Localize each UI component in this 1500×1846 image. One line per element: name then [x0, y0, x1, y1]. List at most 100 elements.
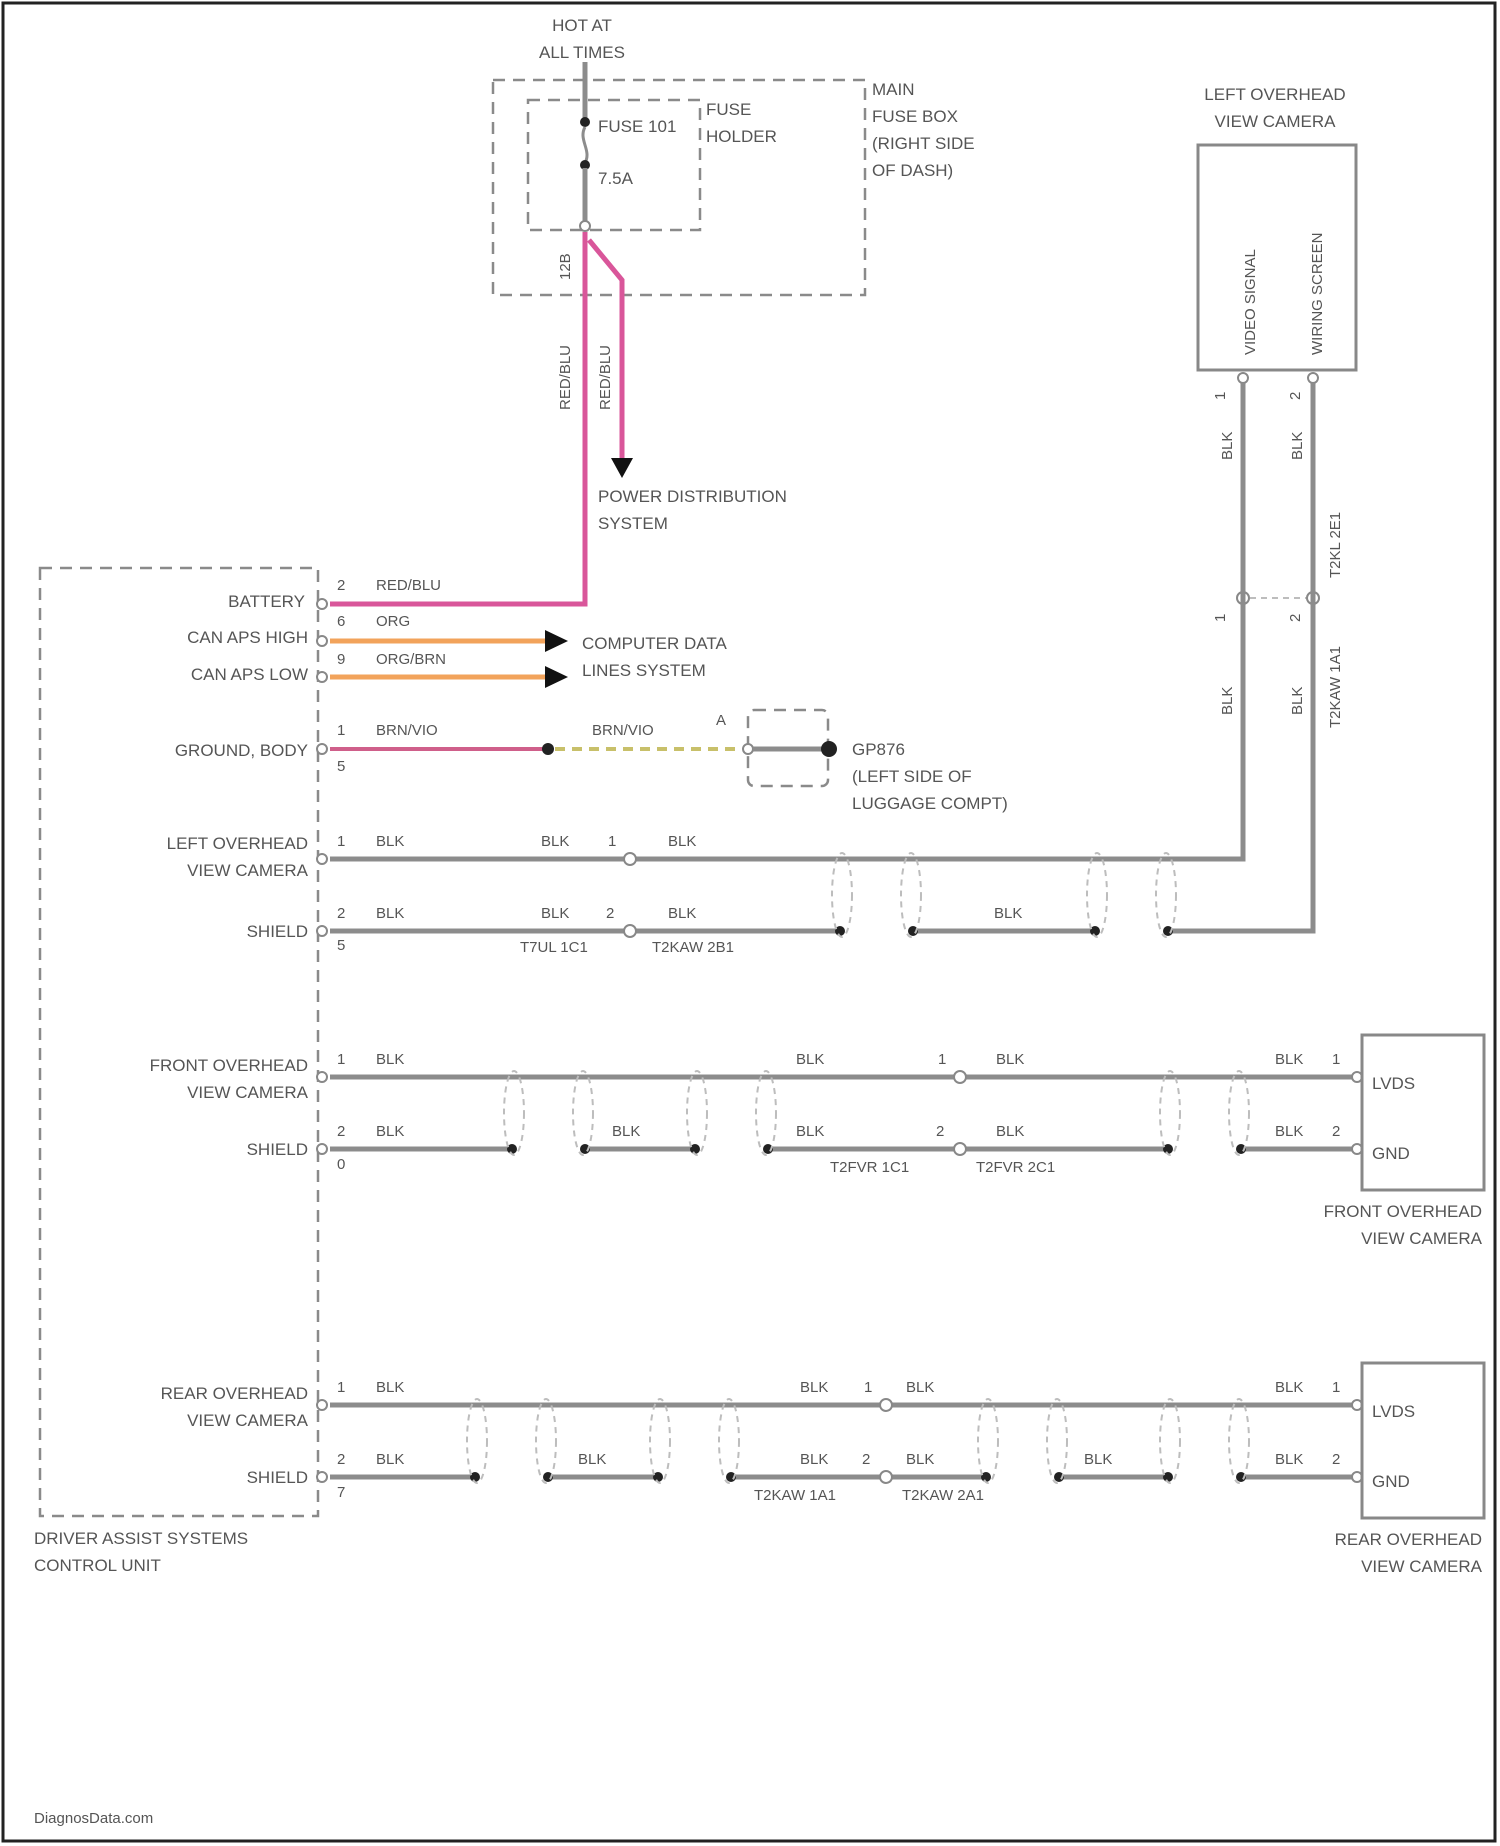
- rear-wire-2c: BLK: [800, 1451, 828, 1468]
- wire-label-ground: BRN/VIO: [376, 722, 438, 739]
- front-wire-2a: BLK: [376, 1123, 404, 1140]
- can-low-arrow: [545, 666, 568, 688]
- left-ecu-pin-2: [317, 926, 327, 936]
- front-shield-symbol-5: [1160, 1071, 1180, 1155]
- pin-label-can-low: CAN APS LOW: [191, 665, 308, 684]
- rear-shield-symbol-3: [650, 1399, 670, 1483]
- rear-wire-1a: BLK: [376, 1379, 404, 1396]
- front-cam-pin-label-1: 1: [1332, 1051, 1340, 1068]
- left-camera-video-wire: [330, 383, 1243, 859]
- left-shield-symbol-3: [1087, 853, 1107, 937]
- front-wire-2d: BLK: [996, 1123, 1024, 1140]
- rear-camera-title-2: VIEW CAMERA: [1361, 1557, 1483, 1576]
- power-section: HOT AT ALL TIMES FUSE 101 7.5A FUSE HOLD…: [330, 16, 975, 604]
- rear-shield-symbol-7: [1160, 1399, 1180, 1483]
- left-wire-1a: BLK: [376, 833, 404, 850]
- left-ecu-pin-label-2: 2: [337, 905, 345, 922]
- front-ecu-pin-label-3: 0: [337, 1156, 345, 1173]
- pin-num-can-low: 9: [337, 651, 345, 668]
- left-wire-1c: BLK: [668, 833, 696, 850]
- fuse-rating-label: 7.5A: [598, 169, 634, 188]
- pds-label-1: POWER DISTRIBUTION: [598, 487, 787, 506]
- front-inline-pin-label-2: 2: [936, 1123, 944, 1140]
- left-camera-inline-pin-a: 1: [1212, 614, 1229, 622]
- left-conn-b: T2KAW 2B1: [652, 939, 734, 956]
- rear-inline-pin-2: [880, 1471, 892, 1483]
- fuse-name-label: FUSE 101: [598, 117, 676, 136]
- rear-inline-pin-1: [880, 1399, 892, 1411]
- left-camera-pin-label-1: 1: [1212, 392, 1229, 400]
- footer-watermark: DiagnosData.com: [34, 1810, 153, 1827]
- front-conn-b: T2FVR 2C1: [976, 1159, 1055, 1176]
- rear-ecu-shield-label: SHIELD: [247, 1468, 308, 1487]
- rear-wire-2a: BLK: [376, 1451, 404, 1468]
- front-wire-2c: BLK: [796, 1123, 824, 1140]
- pin-label-battery: BATTERY: [228, 592, 305, 611]
- front-inline-pin-1: [954, 1071, 966, 1083]
- left-wire-2a: BLK: [376, 905, 404, 922]
- front-ecu-label-1: FRONT OVERHEAD: [150, 1056, 308, 1075]
- fuse-box-label-4: OF DASH): [872, 161, 953, 180]
- left-camera-signal-1: VIDEO SIGNAL: [1242, 249, 1259, 355]
- front-ecu-pin-label-2: 2: [337, 1123, 345, 1140]
- front-shield-symbol-1: [504, 1071, 524, 1155]
- ground-location-2: LUGGAGE COMPT): [852, 794, 1008, 813]
- rear-ecu-pin-1: [317, 1400, 327, 1410]
- front-wire-1a: BLK: [376, 1051, 404, 1068]
- rear-camera-title-1: REAR OVERHEAD: [1335, 1530, 1482, 1549]
- battery-feed-wire: [330, 232, 585, 604]
- left-camera-pin-2: [1308, 373, 1318, 383]
- pin-num-ground-2: 5: [337, 758, 345, 775]
- rear-wire-2f: BLK: [1275, 1451, 1303, 1468]
- left-camera-wire-1-top: BLK: [1219, 432, 1236, 460]
- left-ecu-label-1: LEFT OVERHEAD: [167, 834, 308, 853]
- left-wire-1b: BLK: [541, 833, 569, 850]
- pin-stub-ground: [317, 744, 327, 754]
- ground-splice-label: A: [716, 712, 726, 729]
- computer-data-label-1: COMPUTER DATA: [582, 634, 727, 653]
- rear-shield-symbol-5: [978, 1399, 998, 1483]
- front-ecu-label-2: VIEW CAMERA: [187, 1083, 309, 1102]
- left-camera-wire-2-top: BLK: [1289, 432, 1306, 460]
- left-shield-symbol-4: [1156, 853, 1176, 937]
- left-camera-conn-bottom: T2KAW 1A1: [1327, 646, 1344, 728]
- pin-stub-can-high: [317, 636, 327, 646]
- computer-data-label-2: LINES SYSTEM: [582, 661, 706, 680]
- rear-ecu-label-2: VIEW CAMERA: [187, 1411, 309, 1430]
- pin-stub-battery: [317, 599, 327, 609]
- rear-wire-1c: BLK: [906, 1379, 934, 1396]
- rear-wire-2b: BLK: [578, 1451, 606, 1468]
- front-shield-symbol-3: [687, 1071, 707, 1155]
- main-fuse-box-outline: [493, 80, 865, 295]
- left-camera-conn-top: T2KL 2E1: [1327, 512, 1344, 578]
- left-camera-pin-1: [1238, 373, 1248, 383]
- left-ecu-pin-label-1: 1: [337, 833, 345, 850]
- ground-location-1: (LEFT SIDE OF: [852, 767, 972, 786]
- rear-conn-b: T2KAW 2A1: [902, 1487, 984, 1504]
- fuse-box-label-1: MAIN: [872, 80, 915, 99]
- front-wire-2e: BLK: [1275, 1123, 1303, 1140]
- front-shield-symbol-2: [573, 1071, 593, 1155]
- left-shield-symbol-2: [901, 853, 921, 937]
- left-ecu-label-2: VIEW CAMERA: [187, 861, 309, 880]
- pin-num-can-high: 6: [337, 613, 345, 630]
- left-camera-inline-pin-b: 2: [1287, 614, 1304, 622]
- front-cam-signal-1: LVDS: [1372, 1074, 1415, 1093]
- front-wire-2b: BLK: [612, 1123, 640, 1140]
- front-ecu-shield-label: SHIELD: [247, 1140, 308, 1159]
- front-conn-a: T2FVR 1C1: [830, 1159, 909, 1176]
- fuse-box-label-2: FUSE BOX: [872, 107, 958, 126]
- left-wire-2c: BLK: [668, 905, 696, 922]
- front-wire-1c: BLK: [996, 1051, 1024, 1068]
- rear-ecu-pin-label-1: 1: [337, 1379, 345, 1396]
- pin-num-ground: 1: [337, 722, 345, 739]
- front-inline-pin-2: [954, 1143, 966, 1155]
- rear-ecu-pin-label-2: 2: [337, 1451, 345, 1468]
- control-unit-name-2: CONTROL UNIT: [34, 1556, 161, 1575]
- front-cam-pin-label-2: 2: [1332, 1123, 1340, 1140]
- front-cam-signal-2: GND: [1372, 1144, 1410, 1163]
- fuse-element: [583, 127, 587, 163]
- fuse-holder-label-2: HOLDER: [706, 127, 777, 146]
- rear-cam-signal-2: GND: [1372, 1472, 1410, 1491]
